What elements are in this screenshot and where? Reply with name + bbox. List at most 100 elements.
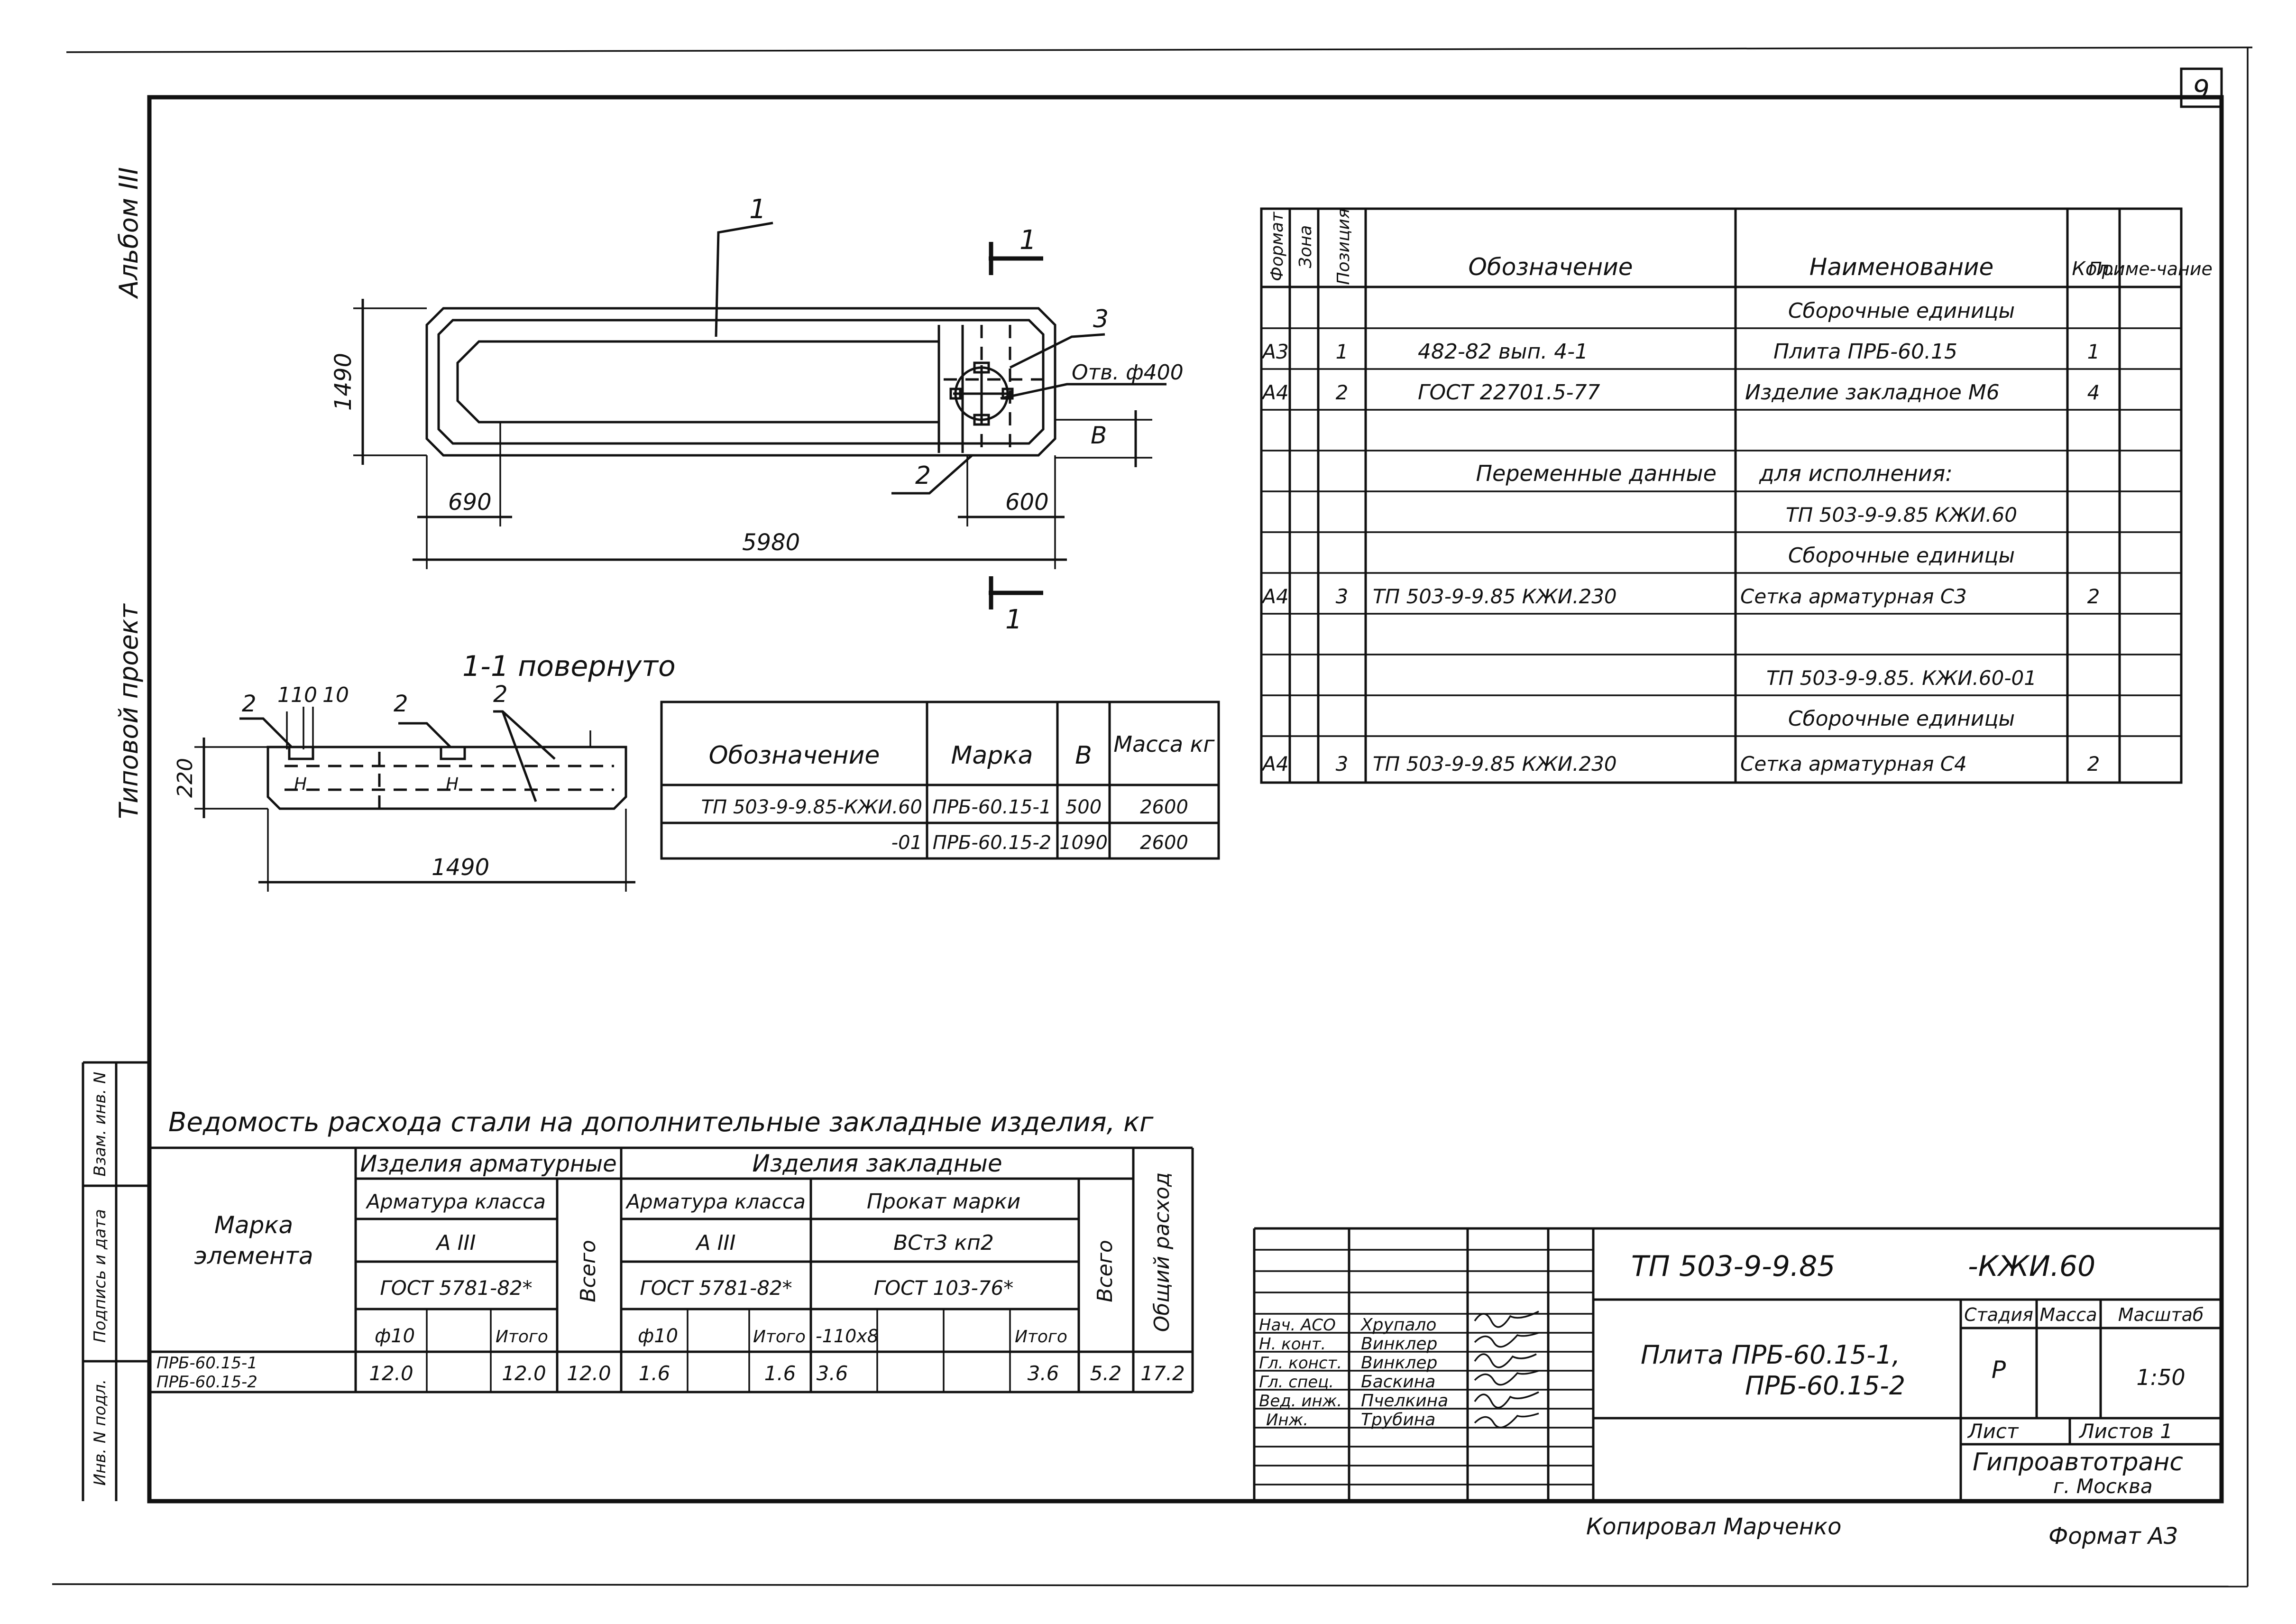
album-label: Альбом III: [114, 167, 144, 299]
tb-signer-name-5: Пчелкина: [1361, 1391, 1448, 1411]
tb-signer-role-4: Гл. спец.: [1259, 1373, 1334, 1392]
spec-r12-pos: 3: [1336, 752, 1349, 775]
footer-copied: Копировал Марченко: [1586, 1513, 1841, 1540]
marks-header-mass: Масса кг: [1113, 731, 1215, 757]
marks-row1-designation: ТП 503-9-9.85-КЖИ.60: [701, 796, 922, 818]
spec-r2-pos: 1: [1336, 340, 1349, 363]
spec-r5-designation: Переменные данные: [1476, 461, 1717, 486]
marks-row1-mark: ПРБ-60.15-1: [933, 796, 1051, 818]
spec-r3-qty: 4: [2087, 381, 2100, 404]
left-approval-strip: Инв. N подл. Подпись и дата Взам. инв. N: [82, 1061, 149, 1501]
slab-plan-view: 1 1 1 3 Отв. ф400 2 В 1490 690: [330, 194, 1184, 635]
plan-pos-2: 2: [915, 461, 931, 490]
tb-sheets-label: Листов 1: [2078, 1420, 2173, 1443]
spec-header-position: Позиция: [1334, 208, 1353, 285]
steel-gost-rebar-emb: ГОСТ 5781-82*: [640, 1276, 792, 1300]
section-label-2b: 2: [394, 691, 408, 717]
section-dim-110: 110: [277, 683, 317, 707]
spec-r5-name: для исполнения:: [1759, 461, 1953, 486]
plan-pos-3: 3: [1093, 305, 1109, 333]
sheet-number-box: [2180, 67, 2223, 108]
marks-row2-b: 1090: [1059, 832, 1108, 854]
steel-vsego-embedded: Всего: [1093, 1240, 1117, 1302]
dim-b-label: В: [1091, 422, 1107, 449]
section-outline: [266, 746, 627, 810]
section-title: 1-1 повернуто: [462, 650, 676, 683]
spec-r12-format: А4: [1261, 752, 1288, 775]
spec-r8-name: Сетка арматурная С3: [1740, 585, 1967, 608]
steel-sub-d10-emb: ф10: [638, 1325, 678, 1347]
tb-signer-role-2: Н. конт.: [1259, 1335, 1326, 1354]
spec-r7-name: Сборочные единицы: [1788, 544, 2015, 568]
steel-vsego-rebar: Всего: [576, 1240, 600, 1302]
tb-doc-code: ТП 503-9-9.85: [1631, 1250, 1835, 1283]
spec-r2-name: Плита ПРБ-60.15: [1773, 340, 1957, 364]
tb-org: Гипроавтотранс: [1973, 1448, 2183, 1476]
strip-signature-date: Подпись и дата: [91, 1209, 110, 1343]
steel-sub-d10: ф10: [375, 1325, 415, 1347]
tb-signer-name-1: Хрупало: [1360, 1315, 1436, 1335]
tb-signer-role-1: Нач. АСО: [1259, 1316, 1336, 1335]
steel-val-d10-emb: 1.6: [639, 1362, 670, 1385]
spec-r2-qty: 1: [2087, 340, 2100, 363]
slab-recess: [456, 340, 940, 424]
steel-row-mark-1: ПРБ-60.15-1: [156, 1354, 257, 1373]
tb-signer-name-3: Винклер: [1361, 1353, 1437, 1373]
project-label: Типовой проект: [114, 603, 144, 819]
steel-val-total: 17.2: [1140, 1362, 1185, 1385]
dim-600: 600: [1005, 489, 1049, 516]
tb-city: г. Москва: [2053, 1475, 2153, 1498]
steel-gost-rolled: ГОСТ 103-76*: [874, 1276, 1014, 1300]
tb-sheet-label: Лист: [1967, 1420, 2019, 1443]
section-label-2a: 2: [242, 691, 257, 717]
spec-header-zone: Зона: [1296, 225, 1315, 268]
bottom-edge-line: [52, 1583, 2248, 1587]
marks-header-b: В: [1075, 741, 1092, 770]
top-edge-line: [66, 46, 2253, 53]
steel-rolled-steel: Прокат марки: [867, 1190, 1020, 1214]
steel-sub-itogo-rolled: Итого: [1015, 1327, 1067, 1347]
steel-val-strip: 3.6: [817, 1362, 848, 1385]
hole-label: Отв. ф400: [1072, 360, 1184, 385]
marks-row1-mass: 2600: [1140, 796, 1188, 818]
steel-total-consumption: Общий расход: [1150, 1172, 1174, 1332]
spec-r3-designation: ГОСТ 22701.5-77: [1418, 380, 1600, 405]
steel-col-mark-2: элемента: [194, 1242, 313, 1270]
spec-r1-name: Сборочные единицы: [1788, 299, 2015, 323]
section-dim-10: 10: [322, 683, 349, 707]
spec-r12-qty: 2: [2087, 752, 2100, 775]
spec-header-format: Формат: [1267, 212, 1287, 281]
tb-stage-label: Стадия: [1964, 1304, 2033, 1325]
spec-header-qty: Кол.: [2072, 258, 2115, 280]
spec-r12-designation: ТП 503-9-9.85 КЖИ.230: [1373, 752, 1617, 775]
spec-table: Формат Зона Позиция Обозначение Наименов…: [1260, 207, 2213, 784]
steel-val-vsego-emb: 5.2: [1090, 1362, 1122, 1385]
spec-r2-format: А3: [1261, 340, 1288, 363]
plan-pos-1: 1: [749, 194, 766, 225]
spec-r8-pos: 3: [1336, 585, 1349, 608]
main-frame: [147, 95, 2224, 1504]
dim-1490-horizontal: 1490: [432, 854, 489, 881]
tb-scale-label: Масштаб: [2118, 1304, 2204, 1325]
spec-header-designation: Обозначение: [1469, 253, 1633, 281]
marks-header-mark: Марка: [951, 741, 1033, 770]
spec-r10-name: ТП 503-9-9.85. КЖИ.60-01: [1766, 666, 2037, 690]
steel-sub-itogo-emb: Итого: [753, 1327, 806, 1347]
steel-class-a3-emb: А III: [695, 1231, 735, 1255]
tb-stage: Р: [1992, 1356, 2006, 1384]
steel-group-embedded: Изделия закладные: [752, 1150, 1002, 1177]
tb-mass-label: Масса: [2039, 1304, 2097, 1325]
title-block: ТП 503-9-9.85 -КЖИ.60 Плита ПРБ-60.15-1,…: [1253, 1227, 2222, 1501]
slab-inner-outline: [437, 319, 1045, 445]
steel-table-title: Ведомость расхода стали на дополнительны…: [168, 1107, 1154, 1138]
marks-row2-mass: 2600: [1140, 832, 1188, 854]
marks-row2-designation: -01: [891, 832, 922, 854]
spec-r8-qty: 2: [2087, 585, 2100, 608]
steel-sub-strip: -110х8: [816, 1326, 879, 1347]
spec-header-note: Приме-чание: [2088, 258, 2213, 279]
section-label-2c: 2: [493, 681, 508, 708]
spec-r12-name: Сетка арматурная С4: [1740, 752, 1967, 775]
marks-row2-mark: ПРБ-60.15-2: [933, 832, 1051, 854]
steel-val-itogo: 12.0: [502, 1362, 546, 1385]
strip-replacement-inv: Взам. инв. N: [91, 1072, 110, 1177]
